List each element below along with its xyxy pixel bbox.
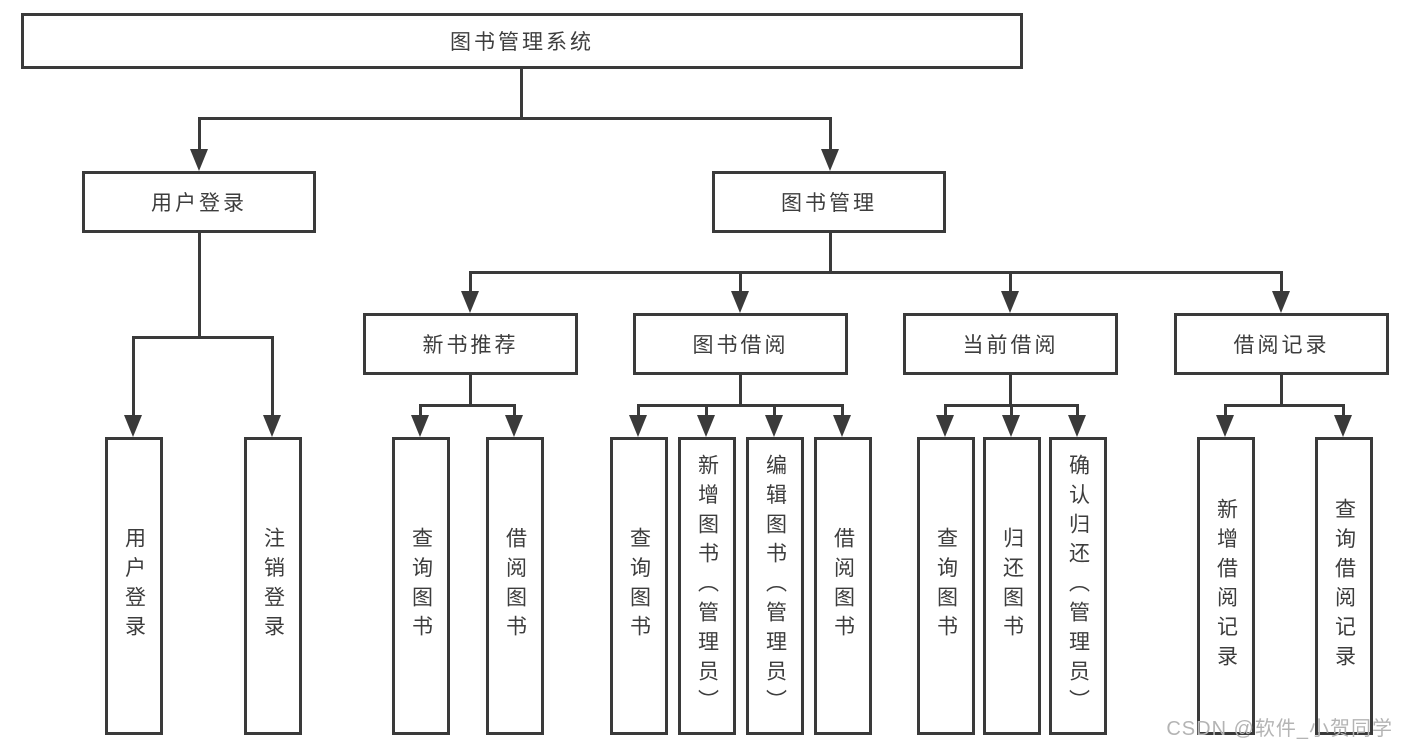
connector-line — [132, 336, 135, 417]
connector-line — [1009, 372, 1012, 407]
connector-line — [1224, 404, 1227, 417]
leaf-label: 编辑图书（管理员） — [763, 453, 787, 719]
leaf-records-add-borrow-record: 新增借阅记录 — [1197, 437, 1255, 735]
arrowhead-down-icon — [461, 291, 479, 313]
arrowhead-down-icon — [124, 415, 142, 437]
leaf-label: 查询借阅记录 — [1332, 497, 1356, 675]
node-book-management: 图书管理 — [712, 171, 946, 233]
connector-line — [944, 404, 947, 417]
arrowhead-down-icon — [505, 415, 523, 437]
connector-line — [132, 336, 274, 339]
leaf-label: 借阅图书 — [503, 527, 527, 645]
leaf-label: 用户登录 — [122, 527, 146, 645]
csdn-watermark: CSDN @软件_小贺同学 — [1166, 718, 1393, 740]
connector-line — [469, 372, 472, 407]
node-label: 用户登录 — [151, 192, 247, 215]
connector-line — [271, 336, 274, 417]
connector-line — [773, 404, 776, 417]
connector-line — [1009, 271, 1012, 293]
node-library-management-system: 图书管理系统 — [21, 13, 1023, 69]
node-label: 图书借阅 — [692, 334, 789, 357]
connector-line — [1342, 404, 1345, 417]
connector-line — [1280, 372, 1283, 407]
leaf-borrow-borrow-books: 借阅图书 — [814, 437, 872, 735]
arrowhead-down-icon — [1216, 415, 1234, 437]
arrowhead-down-icon — [1068, 415, 1086, 437]
connector-line — [829, 230, 832, 274]
connector-line — [198, 230, 201, 339]
connector-line — [829, 117, 832, 151]
leaf-logout: 注销登录 — [244, 437, 302, 735]
leaf-label: 新增图书（管理员） — [695, 453, 719, 719]
leaf-borrow-add-books-admin: 新增图书（管理员） — [678, 437, 736, 735]
node-borrowing-records: 借阅记录 — [1174, 313, 1389, 375]
connector-line — [198, 117, 831, 120]
leaf-user-login: 用户登录 — [105, 437, 163, 735]
connector-line — [739, 372, 742, 407]
arrowhead-down-icon — [1002, 415, 1020, 437]
node-label: 图书管理系统 — [450, 31, 594, 54]
leaf-label: 新增借阅记录 — [1214, 497, 1238, 675]
node-current-borrowing: 当前借阅 — [903, 313, 1118, 375]
arrowhead-down-icon — [411, 415, 429, 437]
leaf-borrow-edit-books-admin: 编辑图书（管理员） — [746, 437, 804, 735]
node-label: 图书管理 — [781, 192, 877, 215]
arrowhead-down-icon — [765, 415, 783, 437]
connector-line — [520, 66, 523, 118]
connector-line — [419, 404, 516, 407]
leaf-current-return-books: 归还图书 — [983, 437, 1041, 735]
arrowhead-down-icon — [190, 149, 208, 171]
leaf-recommend-query-books: 查询图书 — [392, 437, 450, 735]
arrowhead-down-icon — [821, 149, 839, 171]
arrowhead-down-icon — [1272, 291, 1290, 313]
connector-line — [469, 271, 1283, 274]
connector-line — [198, 117, 201, 151]
arrowhead-down-icon — [697, 415, 715, 437]
arrowhead-down-icon — [936, 415, 954, 437]
node-book-borrowing: 图书借阅 — [633, 313, 848, 375]
connector-line — [1076, 404, 1079, 417]
leaf-borrow-query-books: 查询图书 — [610, 437, 668, 735]
connector-line — [1010, 404, 1013, 417]
leaf-recommend-borrow-books: 借阅图书 — [486, 437, 544, 735]
connector-line — [513, 404, 516, 417]
connector-line — [469, 271, 472, 293]
arrowhead-down-icon — [833, 415, 851, 437]
leaf-label: 查询图书 — [409, 527, 433, 645]
connector-line — [841, 404, 844, 417]
leaf-label: 归还图书 — [1000, 527, 1024, 645]
arrowhead-down-icon — [629, 415, 647, 437]
node-user-login: 用户登录 — [82, 171, 316, 233]
arrowhead-down-icon — [1001, 291, 1019, 313]
arrowhead-down-icon — [1334, 415, 1352, 437]
connector-line — [1224, 404, 1345, 407]
connector-line — [419, 404, 422, 417]
connector-line — [705, 404, 708, 417]
leaf-label: 确认归还（管理员） — [1066, 453, 1090, 719]
connector-line — [739, 271, 742, 293]
arrowhead-down-icon — [263, 415, 281, 437]
leaf-label: 查询图书 — [934, 527, 958, 645]
node-label: 当前借阅 — [962, 334, 1059, 357]
leaf-label: 借阅图书 — [831, 527, 855, 645]
node-new-book-recommendation: 新书推荐 — [363, 313, 578, 375]
leaf-label: 查询图书 — [627, 527, 651, 645]
node-label: 新书推荐 — [422, 334, 519, 357]
arrowhead-down-icon — [731, 291, 749, 313]
node-label: 借阅记录 — [1233, 334, 1330, 357]
leaf-current-confirm-return-admin: 确认归还（管理员） — [1049, 437, 1107, 735]
connector-line — [1280, 271, 1283, 293]
leaf-records-query-borrow-record: 查询借阅记录 — [1315, 437, 1373, 735]
leaf-current-query-books: 查询图书 — [917, 437, 975, 735]
leaf-label: 注销登录 — [261, 527, 285, 645]
connector-line — [637, 404, 844, 407]
connector-line — [637, 404, 640, 417]
